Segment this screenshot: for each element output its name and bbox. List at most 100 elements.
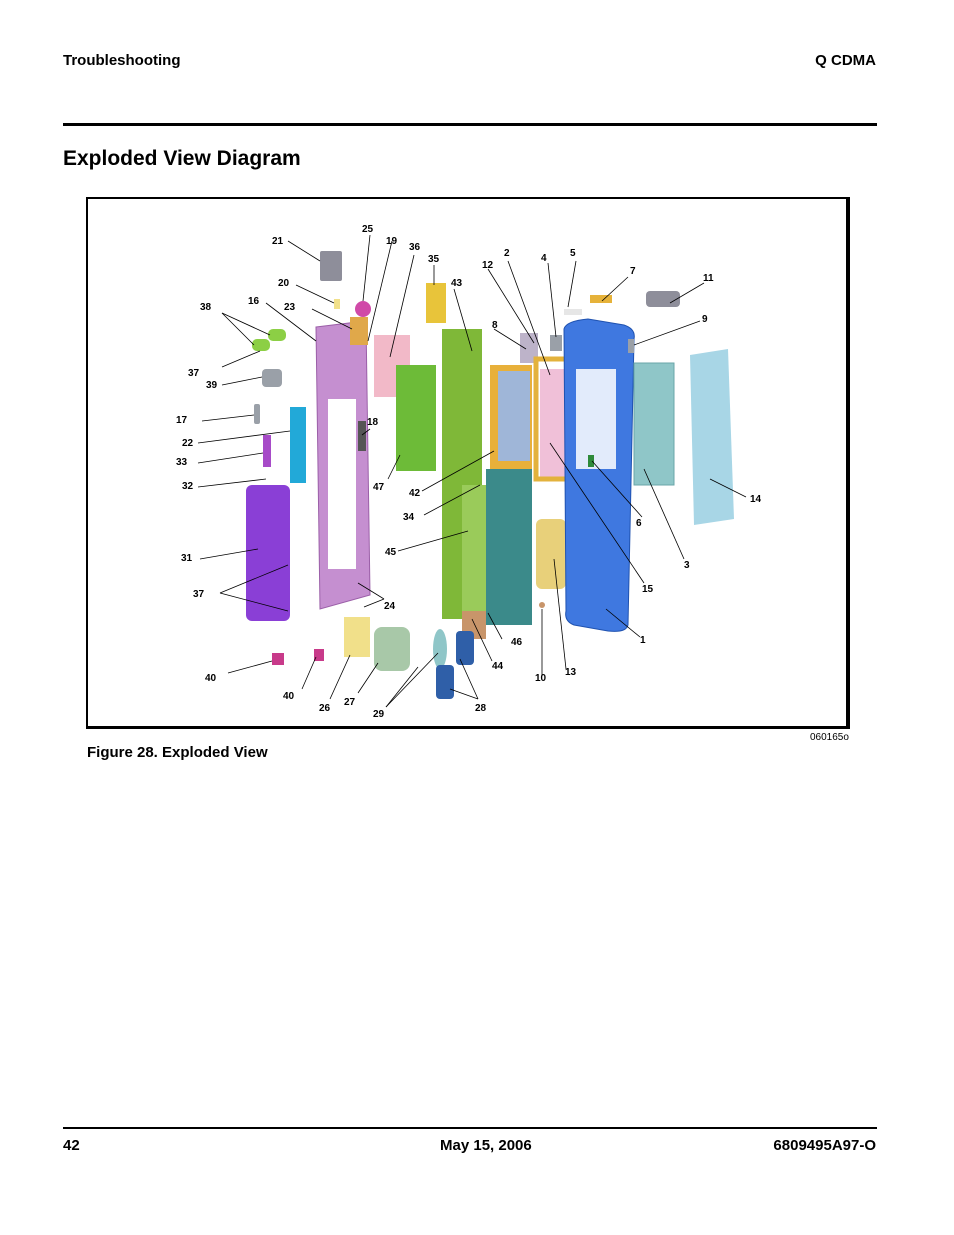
callout-19: 19 (386, 236, 398, 247)
footer-date: May 15, 2006 (440, 1137, 532, 1154)
part-3 (633, 362, 675, 486)
leader-8 (493, 328, 527, 350)
leader-3 (643, 468, 685, 560)
callout-32: 32 (182, 481, 194, 492)
leader-39 (221, 376, 263, 386)
part-4 (550, 335, 562, 351)
leader-47 (387, 454, 401, 480)
header-rule (63, 123, 877, 126)
leader-40a (227, 660, 273, 674)
callout-44: 44 (492, 661, 504, 672)
callout-2: 2 (504, 248, 510, 259)
part-27 (374, 627, 410, 671)
callouts: 1 2 3 4 5 6 7 8 9 10 11 12 13 14 15 16 1… (176, 224, 762, 720)
part-28 (456, 631, 474, 665)
part-17 (254, 404, 260, 424)
callout-37-top: 37 (188, 368, 200, 379)
leader-38b (221, 312, 255, 346)
part-20 (334, 299, 340, 309)
callout-4: 4 (541, 253, 547, 264)
leader-37-top (221, 350, 261, 368)
leader-33 (197, 452, 264, 464)
leader-43 (453, 288, 473, 352)
callout-47: 47 (373, 482, 385, 493)
callout-18: 18 (367, 417, 379, 428)
part-1-window (576, 369, 616, 469)
callout-6: 6 (636, 518, 642, 529)
figure-caption: Figure 28. Exploded View (87, 744, 268, 761)
part-28-lower (436, 665, 454, 699)
part-35 (426, 283, 446, 323)
part-23 (350, 317, 368, 345)
leader-9 (633, 320, 701, 346)
leader-25 (362, 234, 371, 302)
leader-19 (367, 240, 393, 342)
callout-1: 1 (640, 635, 646, 646)
leader-37b (219, 592, 289, 612)
callout-3: 3 (684, 560, 690, 571)
callout-46: 46 (511, 637, 523, 648)
part-25 (355, 301, 371, 317)
part-38 (268, 329, 286, 341)
callout-26: 26 (319, 703, 331, 714)
part-39 (262, 369, 282, 387)
leader-14 (709, 478, 747, 498)
header-product: Q CDMA (815, 52, 876, 69)
callout-38: 38 (200, 302, 212, 313)
callout-22: 22 (182, 438, 194, 449)
leader-21 (287, 240, 321, 262)
header-section: Troubleshooting (63, 52, 181, 69)
part-26 (344, 617, 370, 657)
leader-32 (197, 478, 267, 488)
callout-45: 45 (385, 547, 397, 558)
leader-20 (295, 284, 335, 304)
leader-28a (459, 658, 479, 700)
callout-16: 16 (248, 296, 260, 307)
leader-6 (591, 460, 643, 518)
leader-13 (553, 558, 567, 670)
callout-14: 14 (750, 494, 762, 505)
part-11 (646, 291, 680, 307)
callout-21: 21 (272, 236, 284, 247)
leader-34 (423, 484, 481, 516)
leader-26 (329, 654, 351, 700)
callout-15: 15 (642, 584, 654, 595)
leader-11 (669, 282, 705, 304)
leader-12 (487, 268, 535, 344)
leader-46 (487, 612, 503, 640)
leader-4 (547, 262, 557, 338)
figure-code: 060165o (810, 732, 849, 743)
leader-36 (389, 254, 415, 358)
callout-17: 17 (176, 415, 188, 426)
callout-25: 25 (362, 224, 374, 235)
leader-15 (549, 442, 645, 584)
leader-18 (361, 428, 371, 436)
leader-38a (221, 312, 271, 336)
callout-31: 31 (181, 553, 193, 564)
leader-5 (567, 260, 577, 308)
part-47 (396, 365, 436, 471)
leader-28b (449, 688, 479, 700)
parts (246, 251, 734, 699)
callout-24: 24 (384, 601, 396, 612)
callout-9: 9 (702, 314, 708, 325)
callout-28: 28 (475, 703, 487, 714)
page-number: 42 (63, 1137, 80, 1154)
part-10 (539, 602, 545, 608)
callout-37-bottom: 37 (193, 589, 205, 600)
callout-35: 35 (428, 254, 440, 265)
part-18 (358, 421, 366, 451)
leader-16 (265, 302, 317, 342)
leader-42 (421, 450, 495, 492)
leader-2 (507, 260, 551, 376)
leader-37a (219, 564, 289, 594)
callout-27: 27 (344, 697, 356, 708)
part-21 (320, 251, 342, 281)
callout-20: 20 (278, 278, 290, 289)
leader-1 (605, 608, 641, 638)
leader-40b (301, 656, 317, 690)
part-14 (690, 349, 734, 525)
leader-29b (385, 666, 419, 708)
leader-7 (601, 276, 629, 302)
callout-29: 29 (373, 709, 385, 720)
